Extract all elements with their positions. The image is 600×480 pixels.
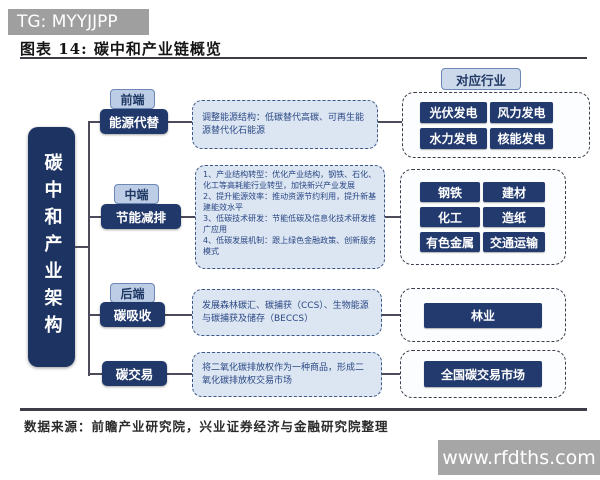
industry-national-carbon-market: 全国碳交易市场	[424, 361, 542, 387]
industry-hydro-power: 水力发电	[420, 127, 487, 149]
data-source: 数据来源：前瞻产业研究院，兴业证券经济与金融研究院整理	[24, 419, 389, 434]
connector-line	[382, 373, 400, 375]
connector-line	[181, 216, 195, 218]
connector-line	[89, 216, 102, 218]
connector-line	[89, 314, 101, 316]
description-item-3: 3、低碳技术研发：节能低碳及信息化技术研发推广应用	[203, 214, 377, 234]
industry-nonferrous-metals: 有色金属	[420, 232, 480, 252]
description-item-4: 4、低碳发展机制：跟上绿色金融政策、创新服务模式	[203, 236, 377, 256]
connector-line	[75, 246, 89, 248]
description-carbon-trading: 将二氧化碳排放权作为一种商品，形成二氧化碳排放权交易市场	[192, 352, 382, 397]
industry-chemical: 化工	[420, 207, 480, 227]
industry-paper: 造纸	[483, 207, 545, 227]
stage-tag-front: 前端	[110, 89, 155, 109]
industry-nuclear-power: 核能发电	[490, 127, 553, 149]
description-text: 将二氧化碳排放权作为一种商品，形成二氧化碳排放权交易市场	[202, 362, 365, 386]
description-energy-substitution: 调整能源结构：低碳替代高碳、可再生能源替代化石能源	[192, 100, 378, 149]
category-tag-carbon-trading: 碳交易	[102, 361, 167, 386]
description-carbon-absorption: 发展森林碳汇、碳捕获（CCS）、生物能源与碳捕获及储存（BECCS）	[192, 289, 382, 336]
stage-tag-mid: 中端	[114, 184, 159, 204]
description-item-2: 2、提升能源效率：推动资源节约利用，提升新基建能效水平	[203, 192, 377, 212]
industry-header: 对应行业	[441, 68, 521, 90]
stage-tag-back: 后端	[110, 283, 155, 303]
description-item-1: 1、产业结构转型：优化产业结构，钢铁、石化、化工等高耗能行业转型，加快新兴产业发…	[203, 170, 377, 190]
industry-pv-power: 光伏发电	[420, 101, 487, 123]
category-tag-carbon-absorption: 碳吸收	[100, 302, 165, 327]
industry-group-heavy: 钢铁 建材 化工 造纸 有色金属 交通运输	[400, 169, 566, 265]
architecture-box: 碳中和产业架构	[28, 127, 75, 367]
description-text: 调整能源结构：低碳替代高碳、可再生能源替代化石能源	[202, 112, 365, 136]
connector-line	[378, 121, 402, 123]
connector-line	[89, 373, 103, 375]
connector-line	[168, 121, 192, 123]
title-divider	[20, 57, 587, 59]
bottom-divider	[20, 408, 587, 411]
industry-forestry: 林业	[424, 302, 542, 328]
figure-title: 图表 14: 碳中和产业链概览	[20, 40, 222, 58]
industry-wind-power: 风力发电	[490, 101, 553, 123]
description-text: 发展森林碳汇、碳捕获（CCS）、生物能源与碳捕获及储存（BECCS）	[202, 300, 369, 324]
connector-line	[385, 216, 400, 218]
connector-line	[382, 314, 400, 316]
category-tag-energy-substitution: 能源代替	[100, 109, 168, 134]
category-tag-energy-saving: 节能减排	[101, 204, 181, 229]
industry-steel: 钢铁	[420, 182, 480, 202]
connector-line	[167, 373, 192, 375]
industry-building-materials: 建材	[483, 182, 545, 202]
industry-group-power: 光伏发电 风力发电 水力发电 核能发电	[402, 92, 590, 158]
industry-transportation: 交通运输	[483, 232, 545, 252]
description-energy-saving: 1、产业结构转型：优化产业结构，钢铁、石化、化工等高耗能行业转型，加快新兴产业发…	[195, 165, 385, 269]
industry-group-forestry: 林业	[400, 288, 566, 342]
connector-line	[165, 314, 192, 316]
bottom-watermark-bar: www.rfdths.com	[438, 440, 600, 475]
connector-trunk	[88, 121, 90, 376]
top-watermark-bar: TG: MYYJJPP	[8, 9, 149, 35]
industry-group-carbon-market: 全国碳交易市场	[400, 350, 566, 398]
connector-line	[89, 121, 101, 123]
